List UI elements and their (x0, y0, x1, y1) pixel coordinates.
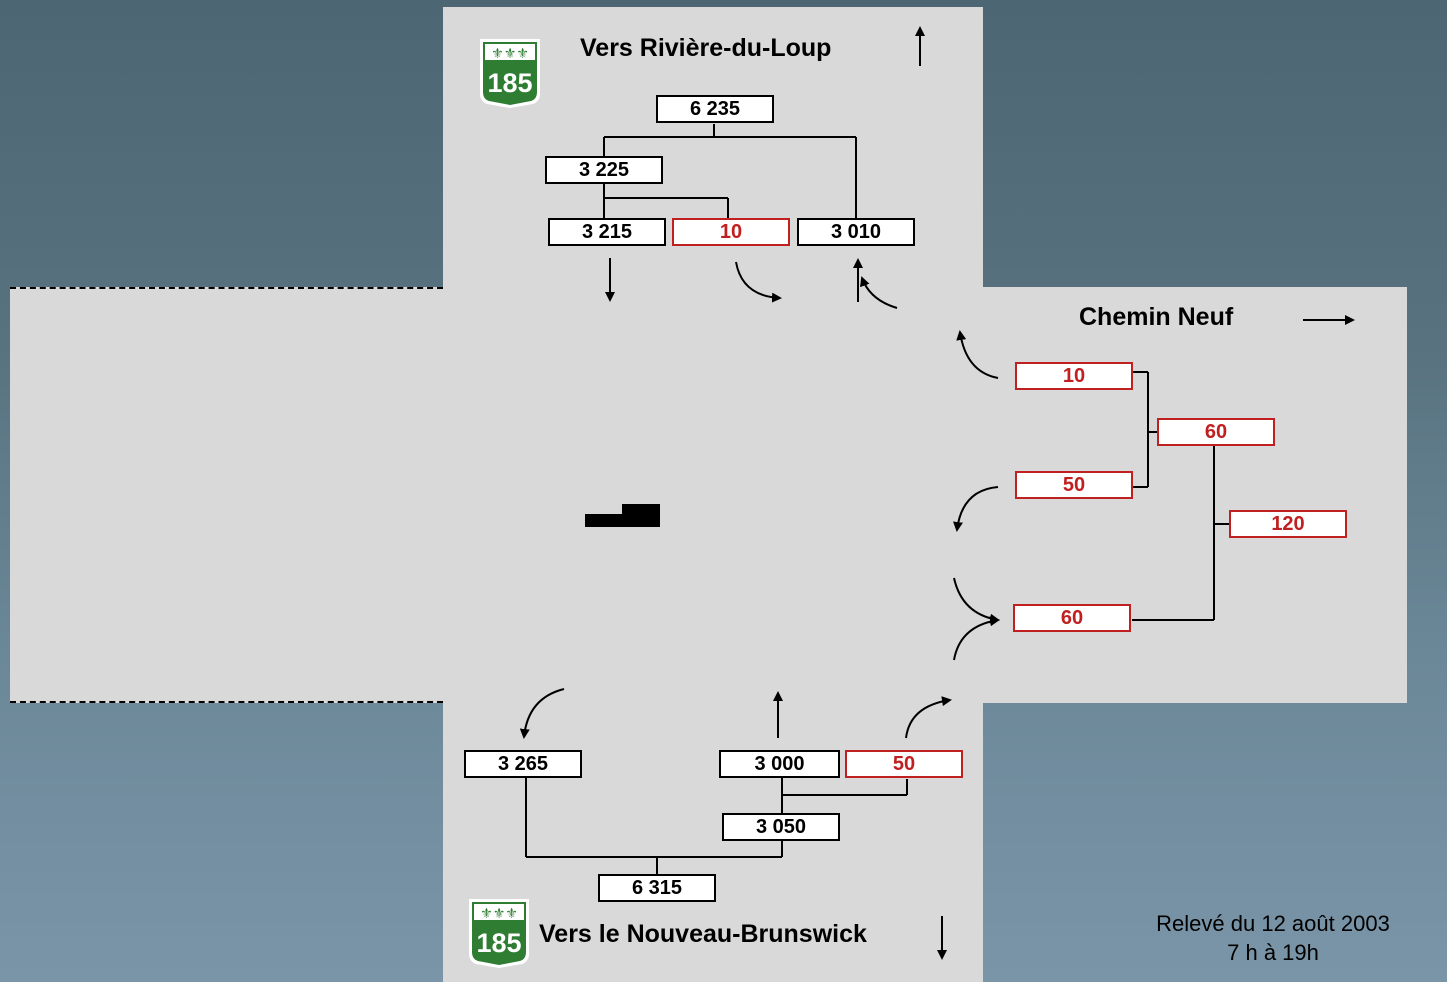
east-grand-total-count: 120 (1229, 510, 1347, 538)
east-left-out-count: 10 (1015, 362, 1133, 390)
east-inbound-count: 60 (1157, 418, 1275, 446)
road-south (443, 690, 983, 982)
north-right-turn-count: 10 (672, 218, 790, 246)
west-edge-bottom (10, 701, 443, 703)
south-left-turn-count: 50 (845, 750, 963, 778)
survey-date-line: Relevé du 12 août 2003 (1156, 911, 1390, 936)
survey-hours-line: 7 h à 19h (1227, 940, 1319, 965)
road-west-cover (10, 287, 443, 703)
east-right-out-count: 50 (1015, 471, 1133, 499)
shield-number-north: 185 (487, 68, 532, 98)
north-outbound-count: 3 010 (797, 218, 915, 246)
north-destination-label: Vers Rivière-du-Loup (580, 34, 832, 62)
north-inbound-count: 3 225 (545, 156, 663, 184)
south-outbound-count: 3 265 (464, 750, 582, 778)
north-total-count: 6 235 (656, 95, 774, 123)
route-185-shield-north: ⚜⚜⚜ 185 (480, 39, 540, 108)
svg-text:⚜⚜⚜: ⚜⚜⚜ (491, 46, 529, 62)
south-through-count: 3 000 (719, 750, 840, 778)
survey-date-note: Relevé du 12 août 2003 7 h à 19h (1108, 909, 1438, 967)
west-edge-top (10, 287, 443, 289)
shield-number-south: 185 (476, 928, 521, 958)
south-destination-label: Vers le Nouveau-Brunswick (539, 920, 867, 948)
south-total-count: 6 315 (598, 874, 716, 902)
east-road-label: Chemin Neuf (1079, 303, 1234, 331)
east-outbound-count: 60 (1013, 604, 1131, 632)
route-185-shield-south: ⚜⚜⚜ 185 (469, 899, 529, 968)
svg-text:⚜⚜⚜: ⚜⚜⚜ (480, 906, 518, 922)
north-through-count: 3 215 (548, 218, 666, 246)
south-inbound-count: 3 050 (722, 813, 840, 841)
